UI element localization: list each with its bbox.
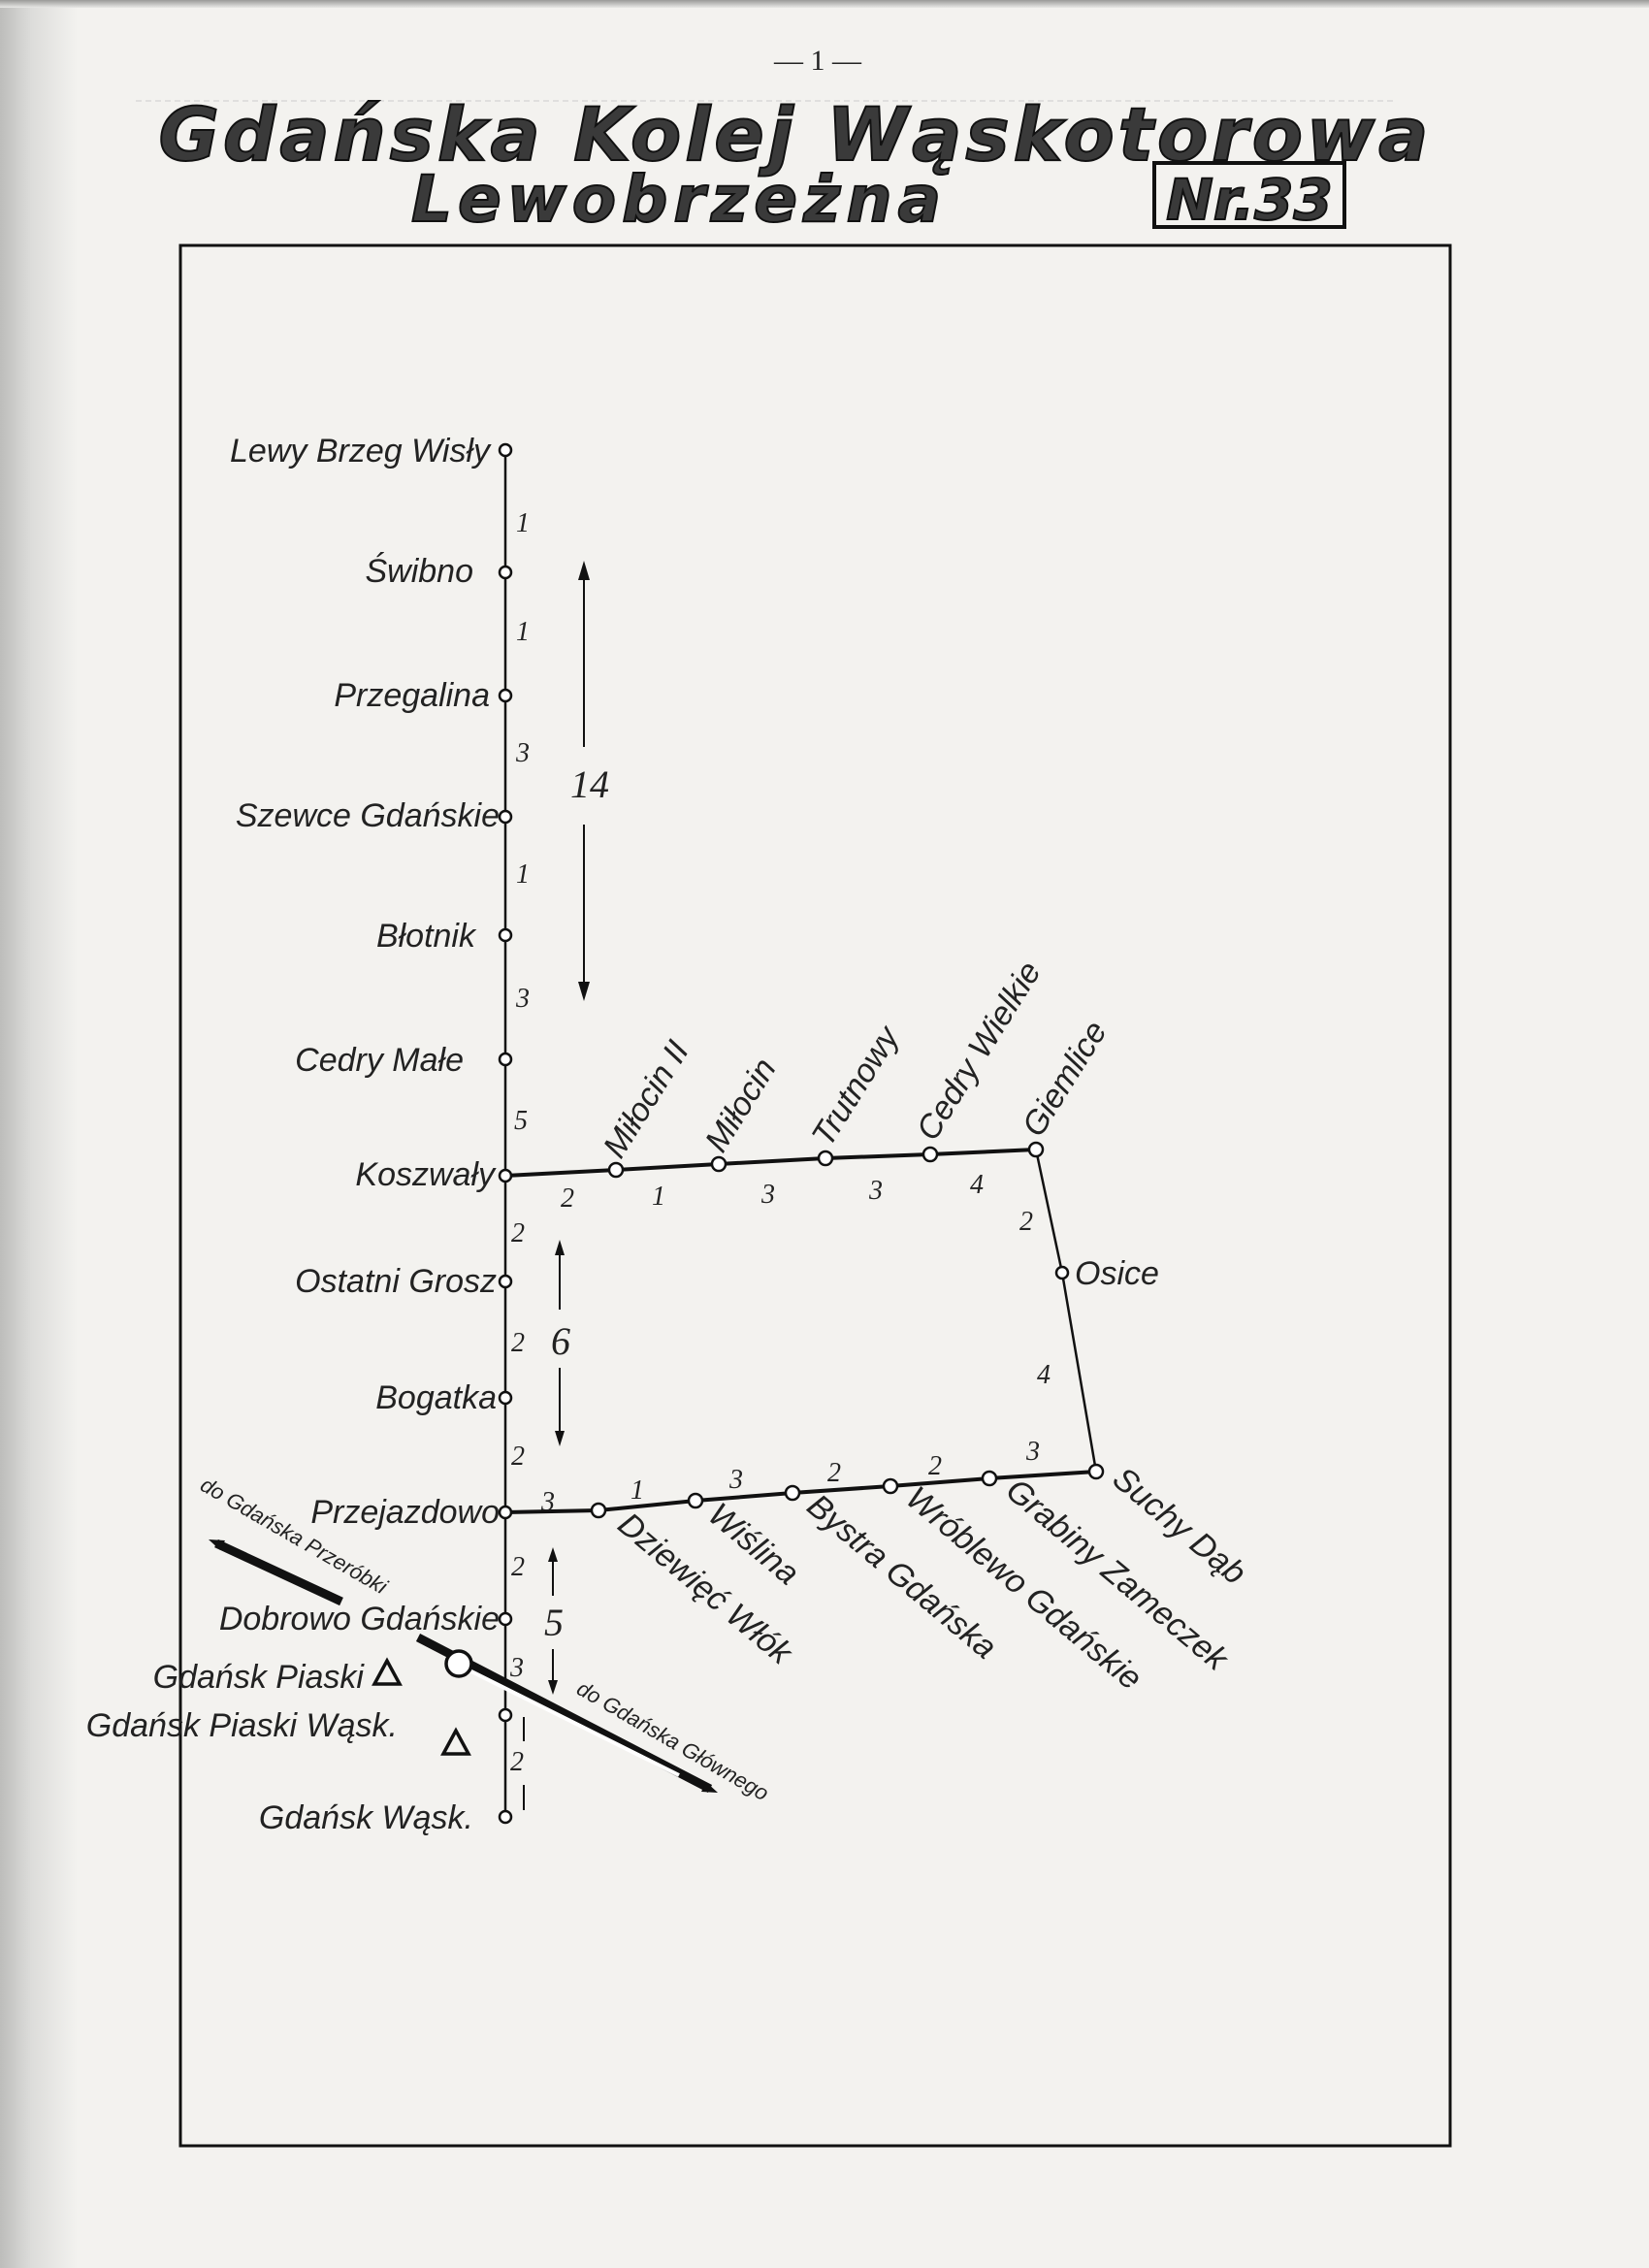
station-label: Dobrowo Gdańskie bbox=[219, 1601, 500, 1637]
distance-label: 1 bbox=[516, 508, 530, 538]
distance-label: 3 bbox=[509, 1653, 524, 1683]
distance-label: 3 bbox=[515, 738, 530, 768]
north-branch-track bbox=[504, 1148, 1037, 1178]
station-marker bbox=[687, 1492, 704, 1509]
station-label: Miłocin bbox=[698, 1052, 784, 1158]
station-marker bbox=[498, 1168, 513, 1183]
distance-label: 2 bbox=[511, 1442, 525, 1472]
station-marker bbox=[1087, 1463, 1105, 1480]
station-label: Osice bbox=[1075, 1255, 1159, 1292]
distance-label: 1 bbox=[630, 1475, 644, 1506]
distance-label: 2 bbox=[928, 1451, 942, 1481]
arrowhead-icon bbox=[555, 1431, 565, 1446]
station-marker bbox=[498, 565, 513, 580]
arrowhead-icon bbox=[701, 1782, 718, 1793]
arrowhead-icon bbox=[578, 561, 590, 580]
station-marker bbox=[498, 1052, 513, 1067]
station-marker bbox=[882, 1477, 899, 1495]
arrowhead-icon bbox=[548, 1547, 558, 1562]
station-marker bbox=[498, 927, 513, 943]
section-total-label: 5 bbox=[544, 1601, 564, 1644]
station-marker bbox=[607, 1161, 625, 1179]
station-marker bbox=[1054, 1265, 1070, 1280]
distance-label: 2 bbox=[510, 1747, 524, 1777]
standard-gauge-track-inner bbox=[465, 1667, 680, 1777]
station-label: Świbno bbox=[365, 552, 473, 590]
number-badge: Nr.33 bbox=[1166, 167, 1333, 233]
number-badge-box bbox=[1152, 161, 1346, 229]
distance-label: 2 bbox=[511, 1328, 525, 1358]
triangle-symbol-icon bbox=[372, 1657, 403, 1686]
station-marker bbox=[590, 1502, 607, 1519]
station-label: Gdańsk Piaski Wąsk. bbox=[86, 1707, 398, 1744]
station-label: Szewce Gdańskie bbox=[236, 797, 500, 834]
station-label: Cedry Małe bbox=[295, 1042, 464, 1079]
distance-label: 3 bbox=[1025, 1437, 1040, 1467]
page-number: — 1 — bbox=[773, 45, 862, 77]
distance-label: 3 bbox=[728, 1465, 743, 1495]
scan-edge-shadow bbox=[0, 0, 78, 2268]
standard-gauge-station-label: Gdańsk Piaski bbox=[153, 1659, 366, 1696]
station-marker bbox=[1027, 1141, 1045, 1158]
diagram-frame bbox=[178, 243, 1452, 2148]
title-line-2: Lewobrzeżna bbox=[411, 162, 947, 237]
distance-label: 2 bbox=[827, 1458, 841, 1488]
station-label: Koszwały bbox=[355, 1156, 497, 1193]
section-total-label: 6 bbox=[551, 1319, 570, 1363]
distance-label: 3 bbox=[540, 1487, 555, 1517]
arrowhead-icon bbox=[578, 982, 590, 1001]
triangle-symbol-icon bbox=[440, 1727, 471, 1756]
arrowhead-icon bbox=[555, 1240, 565, 1255]
station-marker bbox=[498, 442, 513, 458]
distance-label: 5 bbox=[514, 1106, 528, 1136]
station-marker bbox=[710, 1155, 728, 1173]
direction-label-south: do Gdańska Głównego bbox=[573, 1676, 773, 1806]
distance-label: 1 bbox=[516, 859, 530, 890]
station-marker bbox=[784, 1484, 801, 1502]
distance-label: 2 bbox=[561, 1183, 574, 1214]
distance-label: 1 bbox=[652, 1182, 665, 1212]
distance-label: 3 bbox=[515, 984, 530, 1014]
standard-gauge-station-marker bbox=[444, 1649, 473, 1678]
station-label: Gdańsk Wąsk. bbox=[259, 1799, 473, 1836]
station-label: Giemlice bbox=[1016, 1015, 1115, 1143]
station-marker bbox=[498, 1809, 513, 1825]
station-marker bbox=[498, 688, 513, 703]
station-label: Ostatni Grosz bbox=[295, 1263, 497, 1300]
scan-top-edge bbox=[0, 0, 1649, 8]
standard-gauge-track-north bbox=[214, 1539, 343, 1606]
distance-label: 2 bbox=[1019, 1207, 1033, 1237]
distance-label: 3 bbox=[868, 1176, 883, 1206]
station-label: Trutnowy bbox=[805, 1019, 908, 1152]
station-marker bbox=[922, 1146, 939, 1163]
station-label: Miłocin II bbox=[597, 1034, 697, 1164]
distance-label: 4 bbox=[1037, 1360, 1051, 1390]
distance-label: 4 bbox=[970, 1170, 984, 1200]
station-marker bbox=[498, 1505, 513, 1520]
section-total-label: 14 bbox=[570, 762, 609, 806]
station-label: Lewy Brzeg Wisły bbox=[230, 433, 492, 470]
arrowhead-icon bbox=[548, 1680, 558, 1695]
distance-label: 1 bbox=[516, 617, 530, 647]
arrowhead-icon bbox=[209, 1539, 225, 1550]
distance-label: 2 bbox=[511, 1218, 525, 1248]
station-marker bbox=[817, 1150, 834, 1167]
station-label: Przejazdowo bbox=[310, 1494, 500, 1531]
station-marker bbox=[498, 1390, 513, 1406]
station-marker bbox=[981, 1470, 998, 1487]
station-label: Dziewięć Włók bbox=[611, 1506, 800, 1672]
station-marker bbox=[498, 809, 513, 825]
distance-label: 2 bbox=[511, 1552, 525, 1582]
station-marker bbox=[498, 1707, 513, 1723]
station-label: Błotnik bbox=[376, 918, 477, 955]
station-label: Przegalina bbox=[334, 677, 490, 714]
station-label: Bogatka bbox=[375, 1379, 497, 1416]
east-link-track bbox=[1034, 1149, 1098, 1473]
station-label: Bystra Gdańska bbox=[800, 1487, 1004, 1667]
distance-label: 3 bbox=[760, 1180, 775, 1210]
station-marker bbox=[498, 1274, 513, 1289]
station-marker bbox=[498, 1611, 513, 1627]
